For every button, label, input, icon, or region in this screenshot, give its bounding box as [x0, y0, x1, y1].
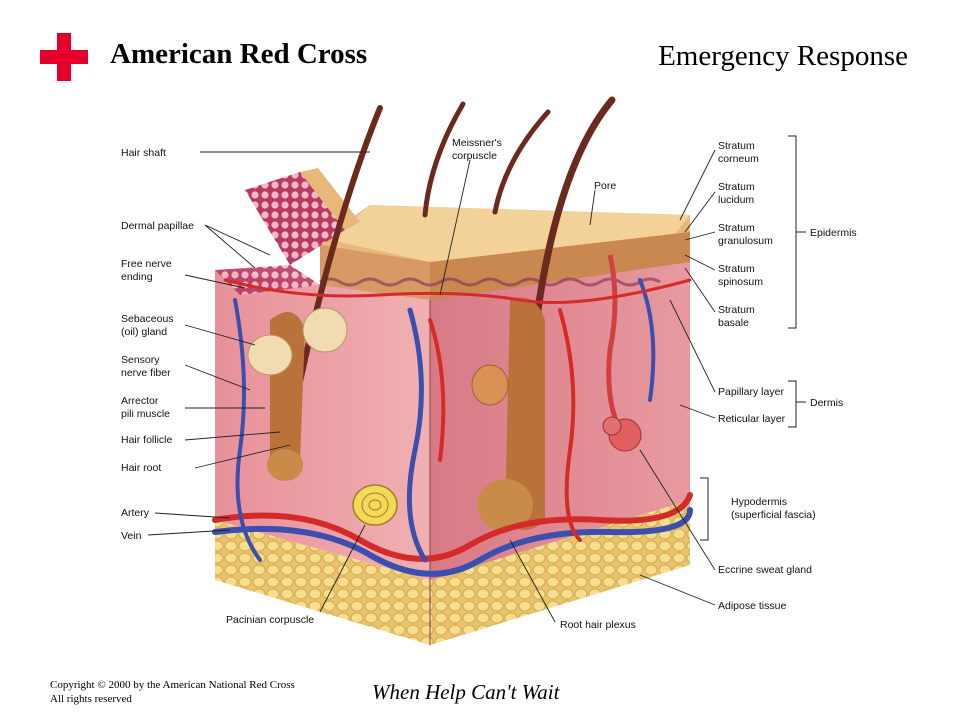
- label-sebaceous-1: Sebaceous: [121, 313, 174, 325]
- label-stratum-granulosum-1: Stratum: [718, 222, 755, 234]
- label-stratum-corneum-2: corneum: [718, 153, 759, 165]
- label-sensory-1: Sensory: [121, 354, 160, 366]
- label-papillary-layer: Papillary layer: [718, 386, 784, 398]
- label-dermis: Dermis: [810, 397, 843, 409]
- label-adipose-tissue: Adipose tissue: [718, 600, 786, 612]
- label-sensory-2: nerve fiber: [121, 367, 171, 379]
- label-dermal-papillae: Dermal papillae: [121, 220, 194, 232]
- blood-vessels: [212, 278, 693, 577]
- brand-title: American Red Cross: [110, 38, 368, 70]
- leader-lines: [147, 149, 716, 623]
- tagline: When Help Can't Wait: [372, 680, 560, 704]
- label-free-nerve-2: ending: [121, 271, 153, 283]
- label-stratum-lucidum-1: Stratum: [718, 181, 755, 193]
- label-stratum-basale-1: Stratum: [718, 304, 755, 316]
- label-hair-root: Hair root: [121, 462, 161, 474]
- label-stratum-basale-2: basale: [718, 317, 749, 329]
- label-sebaceous-2: (oil) gland: [121, 326, 167, 338]
- pacinian-corpuscle: [352, 484, 398, 526]
- label-stratum-corneum-1: Stratum: [718, 140, 755, 152]
- label-hypodermis-1: Hypodermis: [731, 496, 787, 508]
- label-stratum-spinosum-1: Stratum: [718, 263, 755, 275]
- label-meissner-2: corpuscle: [452, 150, 497, 162]
- eccrine-sweat-gland: [602, 254, 642, 452]
- hair-follicles: [247, 297, 545, 531]
- slide-header: American Red Cross Emergency Response: [0, 0, 960, 100]
- label-hair-shaft: Hair shaft: [121, 147, 166, 159]
- label-eccrine-sweat-gland: Eccrine sweat gland: [718, 564, 812, 576]
- label-stratum-granulosum-2: granulosum: [718, 235, 773, 247]
- label-free-nerve-1: Free nerve: [121, 258, 172, 270]
- red-cross-logo: [40, 33, 88, 81]
- label-hair-follicle: Hair follicle: [121, 434, 173, 446]
- label-root-hair-plexus: Root hair plexus: [560, 619, 636, 631]
- label-reticular-layer: Reticular layer: [718, 413, 786, 425]
- label-hypodermis-2: (superficial fascia): [731, 509, 816, 521]
- hypodermis-block: [215, 500, 690, 645]
- label-stratum-spinosum-2: spinosum: [718, 276, 763, 288]
- layer-brackets: [700, 135, 806, 541]
- label-pacinian-corpuscle: Pacinian corpuscle: [226, 614, 314, 626]
- label-epidermis: Epidermis: [810, 227, 857, 239]
- copyright-line-1: Copyright © 2000 by the American Nationa…: [50, 679, 295, 691]
- label-stratum-lucidum-2: lucidum: [718, 194, 754, 206]
- epidermis-block: [319, 205, 690, 300]
- copyright-line-2: All rights reserved: [50, 693, 132, 705]
- skin-cross-section-diagram: Hair shaft Dermal papillae Free nerve en…: [121, 96, 857, 645]
- label-artery: Artery: [121, 507, 150, 519]
- label-arrector-1: Arrector: [121, 395, 159, 407]
- copyright-notice: Copyright © 2000 by the American Nationa…: [50, 678, 295, 706]
- label-meissner-1: Meissner's: [452, 137, 502, 149]
- section-title: Emergency Response: [658, 40, 908, 72]
- label-arrector-2: pili muscle: [121, 408, 170, 420]
- label-vein: Vein: [121, 530, 142, 542]
- label-pore: Pore: [594, 180, 616, 192]
